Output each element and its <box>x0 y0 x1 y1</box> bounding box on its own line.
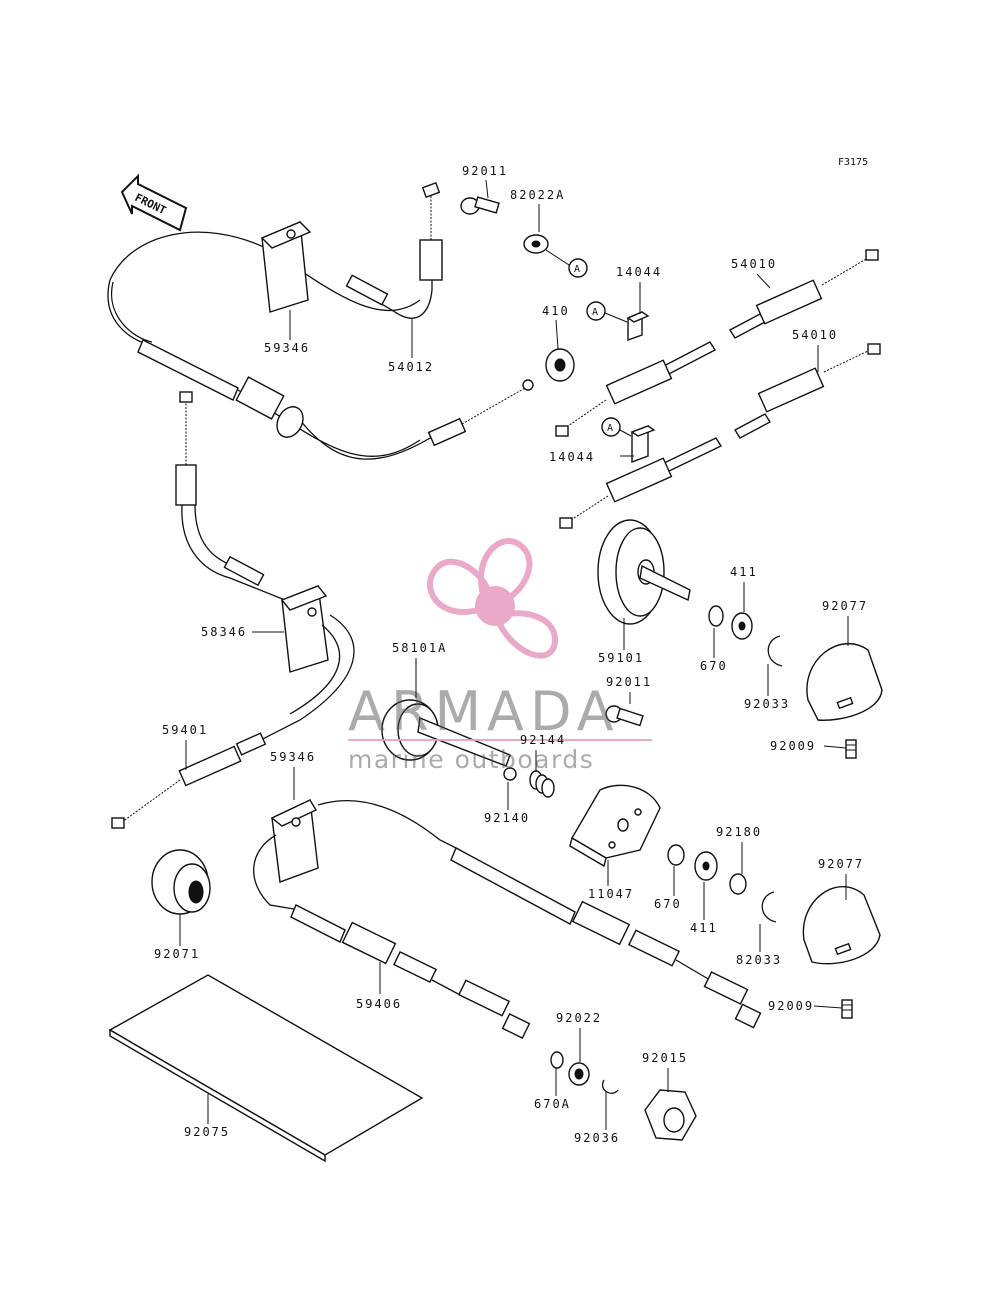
part-number-p54010a: 54010 <box>731 257 777 271</box>
part-number-p92009b: 92009 <box>768 999 814 1013</box>
part-number-p92144: 92144 <box>520 733 566 747</box>
spring-92144 <box>529 770 555 798</box>
propeller-logo-icon <box>427 538 559 659</box>
part-number-p82022a: 82022A <box>510 188 565 202</box>
part-number-labels: 9201182022A14044540104105401059346540121… <box>154 164 868 1145</box>
part-number-p54012: 54012 <box>388 360 434 374</box>
part-number-p58101a: 58101A <box>392 641 447 655</box>
lockwasher-92036 <box>601 1079 619 1094</box>
part-number-p92033a: 92033 <box>744 697 790 711</box>
part-number-p59401: 59401 <box>162 723 208 737</box>
leader-line-p92011a <box>485 179 489 199</box>
watermark-brand: ARMADA <box>348 680 620 743</box>
washer-92022 <box>568 1062 590 1086</box>
svg-text:A: A <box>592 307 598 318</box>
leader-line-p54010a <box>756 273 771 289</box>
part-number-p92022: 92022 <box>556 1011 602 1025</box>
clip-82033-lower <box>761 891 777 923</box>
plate-11047 <box>569 784 661 868</box>
part-number-p92180: 92180 <box>716 825 762 839</box>
part-number-p411a: 411 <box>730 565 758 579</box>
knob-92077-lower <box>802 886 881 965</box>
leader-line-p92009a <box>823 745 847 749</box>
washer-411-upper <box>731 612 753 640</box>
washer-410 <box>545 348 575 382</box>
lever-58101a <box>381 699 511 767</box>
part-number-p92015: 92015 <box>642 1051 688 1065</box>
part-number-p92036: 92036 <box>574 1131 620 1145</box>
leader-line-p92009b <box>813 1005 843 1009</box>
part-number-p14044a: 14044 <box>616 265 662 279</box>
cable-54010-set <box>555 249 881 529</box>
front-arrow-icon: FRONT <box>120 173 188 232</box>
part-number-p59346a: 59346 <box>264 341 310 355</box>
part-number-p92077b: 92077 <box>818 857 864 871</box>
part-number-p92011a: 92011 <box>462 164 508 178</box>
part-number-p92009a: 92009 <box>770 739 816 753</box>
leader-line-p410 <box>555 319 559 350</box>
armada-watermark: ARMADA marine outboards <box>348 538 652 774</box>
part-number-p59346b: 59346 <box>270 750 316 764</box>
washer-411-lower <box>694 851 718 881</box>
part-number-p92077a: 92077 <box>822 599 868 613</box>
part-number-p59101: 59101 <box>598 651 644 665</box>
clip-92033-upper <box>767 635 783 667</box>
part-number-p92075: 92075 <box>184 1125 230 1139</box>
cable-59401 <box>111 732 267 829</box>
part-number-p11047: 11047 <box>588 887 634 901</box>
part-number-p54010b: 54010 <box>792 328 838 342</box>
sheet-92075 <box>108 974 424 1163</box>
washer-82022a <box>523 234 549 254</box>
part-number-p411b: 411 <box>690 921 718 935</box>
part-number-p670a_small: 670A <box>534 1097 571 1111</box>
cable-58346 <box>175 391 355 749</box>
callout-a-2: A <box>586 301 628 323</box>
oring-670a <box>550 1051 564 1069</box>
part-number-p14044b: 14044 <box>549 450 595 464</box>
part-number-p92071: 92071 <box>154 947 200 961</box>
block-59346-upper <box>260 220 312 313</box>
part-number-p58346: 58346 <box>201 625 247 639</box>
ball-92140 <box>503 767 517 781</box>
washer-92180 <box>729 873 747 895</box>
nut-92015 <box>644 1089 697 1141</box>
part-number-p410: 410 <box>542 304 570 318</box>
part-number-p92011b: 92011 <box>606 675 652 689</box>
pulley-59101 <box>597 519 691 625</box>
callout-a-3: A <box>601 417 632 437</box>
screw-92009-lower <box>841 999 853 1019</box>
part-number-p92140: 92140 <box>484 811 530 825</box>
cable-54012 <box>107 182 534 460</box>
collar-92071 <box>151 849 211 915</box>
bolt-92011-middle <box>605 705 644 727</box>
part-number-p59406: 59406 <box>356 997 402 1011</box>
part-number-p670b: 670 <box>654 897 682 911</box>
oring-670-lower <box>667 844 685 866</box>
cable-59406 <box>253 798 762 1039</box>
screw-92009-upper <box>845 739 857 759</box>
svg-text:A: A <box>607 423 613 434</box>
figure-code: F3175 <box>838 157 868 168</box>
svg-text:A: A <box>574 264 580 275</box>
oring-670-upper <box>708 605 724 627</box>
part-number-p670a: 670 <box>700 659 728 673</box>
bracket-14044-lower <box>630 424 656 464</box>
watermark-tagline: marine outboards <box>348 745 594 774</box>
bolt-92011-upper <box>460 196 500 215</box>
part-number-p82033b: 82033 <box>736 953 782 967</box>
knob-92077-upper <box>806 643 883 721</box>
callout-a-1: A <box>545 249 588 278</box>
bracket-14044-upper <box>626 310 650 341</box>
